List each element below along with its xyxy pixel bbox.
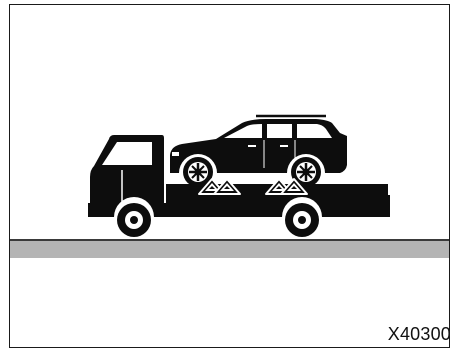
truck-front-wheel [117, 203, 151, 237]
figure-code-label: X40300 [388, 324, 450, 345]
suv-middle-window [267, 124, 292, 138]
road [10, 240, 450, 258]
truck-rear-bumper [380, 195, 390, 217]
truck-rear-wheel [285, 203, 319, 237]
road-surface [10, 241, 450, 258]
suv-door-handle-front [248, 145, 256, 147]
suv-headlight [172, 152, 179, 156]
figure-frame: X40300 [9, 4, 450, 348]
flatbed-tow-illustration [10, 5, 450, 348]
suv-door-handle-rear [280, 145, 288, 147]
